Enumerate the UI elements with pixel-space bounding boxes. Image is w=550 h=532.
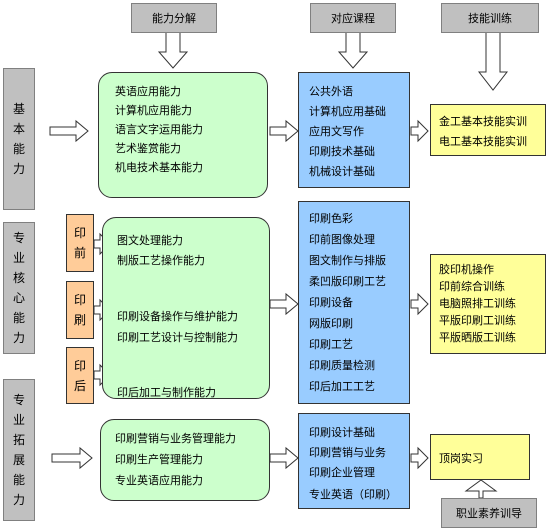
skill-item: 胶印机操作 (439, 263, 494, 276)
course-item: 机械设计基础 (309, 165, 375, 178)
row-label-extend: 专 业 拓 展 能 力 (3, 379, 35, 521)
row-label-char: 能 (12, 142, 25, 156)
arrow-extend-label-to-ability (51, 446, 93, 470)
course-item: 网版印刷 (309, 317, 353, 330)
quality-label: 职业素养训导 (456, 507, 522, 520)
ability-item: 机电技术基本能力 (115, 161, 203, 174)
course-item: 印刷工艺 (309, 338, 353, 351)
basic-courses-box: 公共外语 计算机应用基础 应用文写作 印刷技术基础 机械设计基础 (298, 72, 410, 188)
header-courses: 对应课程 (310, 3, 396, 33)
arrow-extend-course-to-skill (410, 446, 429, 470)
row-label-char: 力 (12, 493, 25, 507)
stage-press: 印 刷 (66, 281, 94, 339)
ability-item: 印刷设备操作与维护能力 (117, 310, 238, 323)
ability-item: 英语应用能力 (115, 85, 181, 98)
core-courses-box: 印刷色彩 印前图像处理 图文制作与排版 柔凹版印刷工艺 印刷设备 网版印刷 印刷… (298, 201, 410, 404)
course-item: 专业英语（印刷） (309, 488, 397, 501)
ability-item: 制版工艺操作能力 (117, 254, 205, 267)
stage-postpress: 印 后 (66, 347, 94, 404)
row-label-char: 心 (12, 291, 25, 305)
ability-item: 印刷工艺设计与控制能力 (117, 331, 238, 344)
stage-char: 印 (73, 358, 86, 373)
row-label-char: 业 (12, 251, 25, 265)
ability-item: 计算机应用能力 (115, 104, 192, 117)
row-label-char: 展 (12, 453, 25, 467)
skill-item: 平版印刷工训练 (439, 314, 516, 327)
core-skills-box: 胶印机操作 印前综合训练 电脑照排工训练 平版印刷工训练 平版晒版工训练 (430, 254, 546, 354)
header-skills-label: 技能训练 (468, 12, 512, 25)
row-label-char: 专 (12, 393, 25, 407)
down-arrow-courses (337, 31, 369, 69)
row-label-char: 能 (12, 311, 25, 325)
skill-item: 金工基本技能实训 (439, 115, 527, 128)
stage-char: 前 (73, 246, 86, 260)
course-item: 印后加工工艺 (309, 380, 375, 393)
course-item: 印刷营销与业务 (309, 446, 386, 459)
arrow-extend-ability-to-course (269, 446, 299, 470)
arrow-basic-course-to-skill (410, 119, 429, 143)
course-item: 应用文写作 (309, 125, 364, 138)
row-label-char: 力 (12, 162, 25, 176)
ability-item: 艺术鉴赏能力 (115, 142, 181, 155)
ability-item: 语言文字运用能力 (115, 123, 203, 136)
down-arrow-skills (477, 31, 509, 91)
course-item: 公共外语 (309, 85, 353, 98)
skill-item: 电脑照排工训练 (439, 297, 516, 310)
header-ability: 能力分解 (131, 3, 217, 33)
extend-courses-box: 印刷设计基础 印刷营销与业务 印刷企业管理 专业英语（印刷） (298, 413, 410, 509)
arrow-basic-label-to-ability (49, 119, 89, 143)
header-skills: 技能训练 (441, 3, 539, 33)
row-label-char: 力 (12, 331, 25, 345)
ability-item: 印刷生产管理能力 (115, 453, 203, 466)
header-courses-label: 对应课程 (331, 12, 375, 25)
stage-prepress: 印 前 (66, 214, 94, 272)
arrow-basic-ability-to-course (269, 119, 299, 143)
course-item: 印刷设备 (309, 296, 353, 309)
course-item: 柔凹版印刷工艺 (309, 275, 386, 288)
stage-char: 印 (73, 293, 86, 307)
arrow-core-ability-to-course (269, 292, 299, 316)
skill-item: 顶岗实习 (439, 452, 483, 465)
course-item: 印刷设计基础 (309, 426, 375, 439)
extend-ability-box: 印刷营销与业务管理能力 印刷生产管理能力 专业英语应用能力 (100, 419, 270, 501)
row-label-char: 拓 (12, 433, 25, 447)
course-item: 图文制作与排版 (309, 254, 386, 267)
course-item: 印刷技术基础 (309, 145, 375, 158)
ability-item: 印后加工与制作能力 (117, 386, 216, 399)
course-item: 印刷企业管理 (309, 466, 375, 479)
stage-char: 印 (73, 226, 86, 240)
ability-item: 专业英语应用能力 (115, 474, 203, 487)
ability-item: 图文处理能力 (117, 234, 183, 247)
row-label-char: 核 (12, 271, 25, 285)
row-label-core: 专 业 核 心 能 力 (3, 222, 35, 354)
basic-skills-box: 金工基本技能实训 电工基本技能实训 (430, 104, 546, 156)
basic-ability-box: 英语应用能力 计算机应用能力 语言文字运用能力 艺术鉴赏能力 机电技术基本能力 (98, 72, 268, 198)
ability-item: 印刷营销与业务管理能力 (115, 432, 236, 445)
quality-box: 职业素养训导 (441, 498, 537, 528)
down-arrow-ability (157, 31, 189, 69)
row-label-char: 业 (12, 413, 25, 427)
row-label-char: 能 (12, 473, 25, 487)
row-label-basic: 基 本 能 力 (3, 68, 35, 210)
row-label-char: 专 (12, 231, 25, 245)
stage-char: 刷 (73, 313, 86, 327)
course-item: 印前图像处理 (309, 233, 375, 246)
course-item: 计算机应用基础 (309, 105, 386, 118)
up-arrow-quality (464, 479, 498, 499)
header-ability-label: 能力分解 (152, 12, 196, 25)
skill-item: 平版晒版工训练 (439, 331, 516, 344)
skill-item: 印前综合训练 (439, 280, 505, 293)
course-item: 印刷色彩 (309, 212, 353, 225)
core-ability-box: 图文处理能力 制版工艺操作能力 印刷设备操作与维护能力 印刷工艺设计与控制能力 … (102, 217, 270, 399)
extend-skills-box: 顶岗实习 (430, 434, 530, 480)
row-label-char: 基 (12, 102, 25, 116)
skill-item: 电工基本技能实训 (439, 135, 527, 148)
row-label-char: 本 (12, 122, 25, 136)
stage-char: 后 (73, 378, 86, 393)
course-item: 印刷质量检测 (309, 359, 375, 372)
arrow-core-course-to-skill (410, 292, 429, 316)
